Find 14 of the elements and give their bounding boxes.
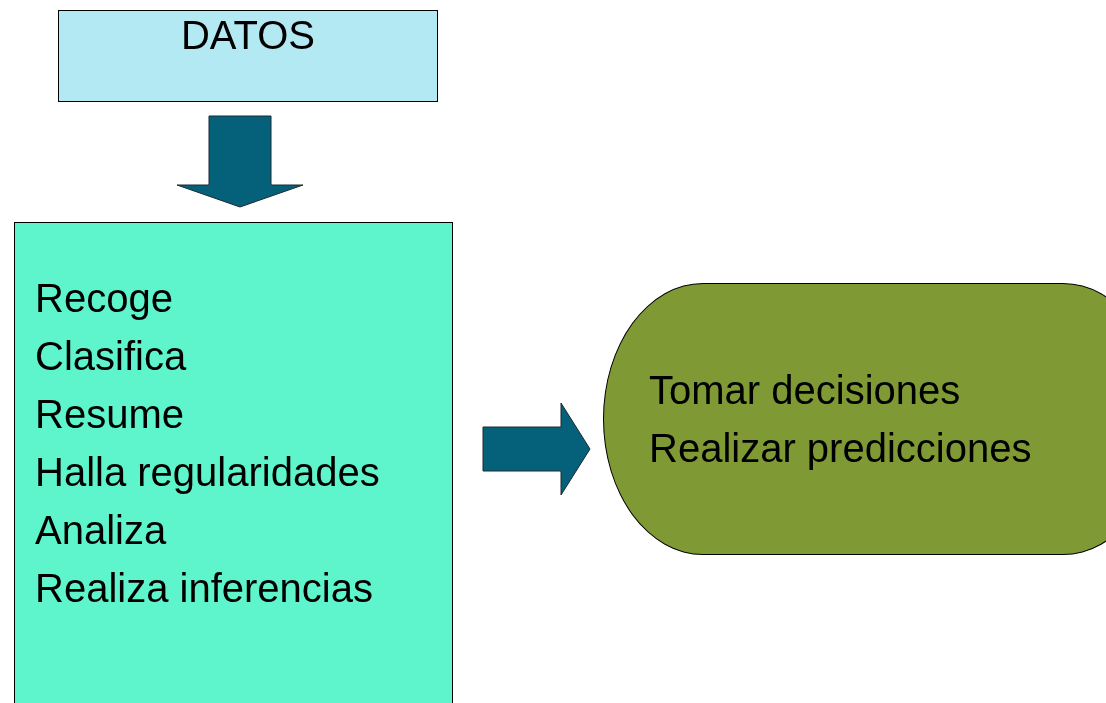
node-text: Halla regularidades (35, 449, 380, 496)
node-text: Recoge (35, 275, 173, 322)
node-text: Tomar decisiones (649, 367, 961, 414)
node-text: Realizar predicciones (649, 425, 1032, 472)
node-text: DATOS (180, 12, 316, 59)
node-text: Analiza (35, 507, 167, 554)
block-arrow (176, 115, 304, 208)
terminal-shape (603, 283, 1106, 555)
node-text: Resume (35, 391, 184, 438)
data-box (58, 10, 438, 102)
node-text: Clasifica (35, 333, 187, 380)
block-arrow (482, 402, 591, 496)
process-box (14, 222, 453, 703)
node-text: Realiza inferencias (35, 565, 373, 612)
